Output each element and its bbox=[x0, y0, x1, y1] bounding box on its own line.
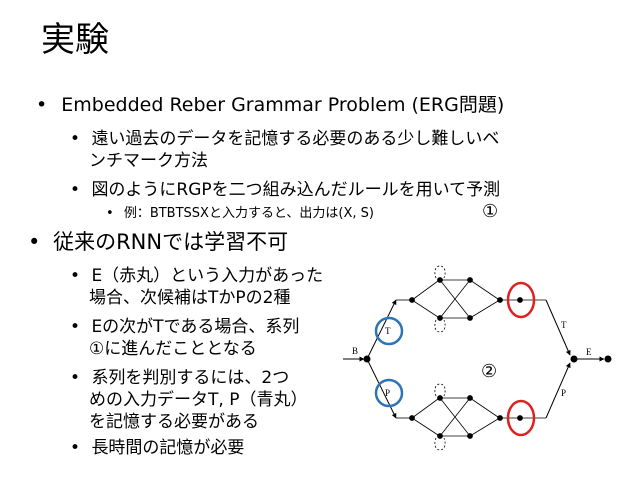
bullet-distinguish: • 系列を判別するには、2つ bbox=[70, 366, 289, 390]
label-e: E bbox=[586, 347, 592, 357]
slide-title: 実験 bbox=[41, 20, 109, 60]
edge-to-lower bbox=[366, 358, 397, 419]
bullet-long-memory: • 長時間の記憶が必要 bbox=[70, 436, 244, 460]
bullet-erg: • Embedded Reber Grammar Problem (ERG問題) bbox=[36, 93, 504, 117]
bullet-dot: • bbox=[70, 368, 81, 388]
bullet-rnn-text: 従来のRNNでは学習不可 bbox=[53, 230, 289, 254]
edge-lower-out bbox=[545, 362, 571, 419]
bullet-dot: • bbox=[70, 317, 81, 337]
lower-edge-7 bbox=[469, 397, 499, 418]
bullet-dot: • bbox=[36, 94, 48, 116]
upper-loop-bottom bbox=[434, 319, 446, 333]
red-circle-e-upper bbox=[506, 281, 536, 319]
upper-edge-1 bbox=[411, 280, 439, 301]
bullet-e-input: • E（赤丸）という入力があった bbox=[70, 264, 323, 288]
label-p: P bbox=[385, 388, 390, 398]
bullet-dot: • bbox=[70, 266, 81, 286]
bullet-dot: • bbox=[28, 230, 41, 254]
bullet-distinguish-line1: 系列を判別するには、2つ bbox=[91, 368, 290, 388]
upper-edge-6 bbox=[439, 279, 471, 319]
bullet-distinguish-line3: を記憶する必要がある bbox=[89, 412, 259, 432]
bullet-erg-method: • 図のようにRGPを二つ組み込んだルールを用いて予測 bbox=[70, 178, 500, 202]
blue-circle-t bbox=[374, 316, 404, 346]
edge-to-upper bbox=[366, 299, 397, 360]
lower-loop-top bbox=[434, 383, 446, 397]
lower-edge-6 bbox=[439, 397, 471, 437]
upper-edge-7 bbox=[469, 279, 499, 300]
label-t: T bbox=[385, 326, 391, 336]
marker-2: ② bbox=[481, 361, 498, 382]
bullet-after-e: • Eの次がTである場合、系列 bbox=[70, 315, 299, 339]
label-p-right: P bbox=[561, 388, 566, 398]
node-end bbox=[604, 355, 612, 363]
bullet-dot: • bbox=[106, 206, 114, 221]
bullet-erg-desc: • 遠い過去のデータを記憶する必要のある少し難しいベ bbox=[70, 127, 499, 151]
bullet-erg-desc-line1: 遠い過去のデータを記憶する必要のある少し難しいベ bbox=[91, 129, 500, 149]
marker-1: ① bbox=[482, 201, 499, 222]
lower-edge-8 bbox=[469, 418, 499, 437]
bullet-erg-text: Embedded Reber Grammar Problem (ERG問題) bbox=[61, 94, 505, 116]
bullet-erg-desc-line2: ンチマーク方法 bbox=[89, 151, 208, 171]
outer-graph bbox=[343, 299, 612, 419]
bullet-long-memory-text: 長時間の記憶が必要 bbox=[91, 438, 245, 458]
upper-loop-top bbox=[434, 265, 446, 279]
bullet-dot: • bbox=[70, 129, 81, 149]
blue-circle-p bbox=[374, 378, 404, 408]
bullet-distinguish-line2: めの入力データT, P（青丸） bbox=[89, 390, 308, 410]
edge-upper-out bbox=[545, 299, 571, 356]
bullet-erg-method-text: 図のようにRGPを二つ組み込んだルールを用いて予測 bbox=[91, 180, 501, 200]
lower-rgp bbox=[396, 383, 546, 451]
upper-edge-8 bbox=[469, 300, 499, 319]
bullet-after-e-line1: Eの次がTである場合、系列 bbox=[91, 317, 300, 337]
bullet-example: • 例：BTBTSSXと入力すると、出力は(X, S) bbox=[106, 205, 374, 223]
bullet-after-e-line2: ①に進んだこととなる bbox=[89, 339, 257, 359]
upper-edge-2 bbox=[411, 299, 439, 318]
lower-edge-2 bbox=[411, 417, 439, 436]
label-b: B bbox=[352, 346, 358, 356]
bullet-dot: • bbox=[70, 180, 81, 200]
bullet-example-text: 例：BTBTSSXと入力すると、出力は(X, S) bbox=[123, 206, 374, 221]
lower-edge-1 bbox=[411, 398, 439, 419]
label-t-right: T bbox=[561, 320, 567, 330]
bullet-dot: • bbox=[70, 438, 81, 458]
bullet-e-input-line1: E（赤丸）という入力があった bbox=[91, 266, 324, 286]
upper-rgp bbox=[396, 265, 546, 333]
bullet-rnn: • 従来のRNNでは学習不可 bbox=[28, 228, 288, 256]
red-circle-e-lower bbox=[506, 399, 536, 437]
lower-loop-bottom bbox=[434, 437, 446, 451]
bullet-e-input-line2: 場合、次候補はTかPの2種 bbox=[89, 288, 291, 308]
